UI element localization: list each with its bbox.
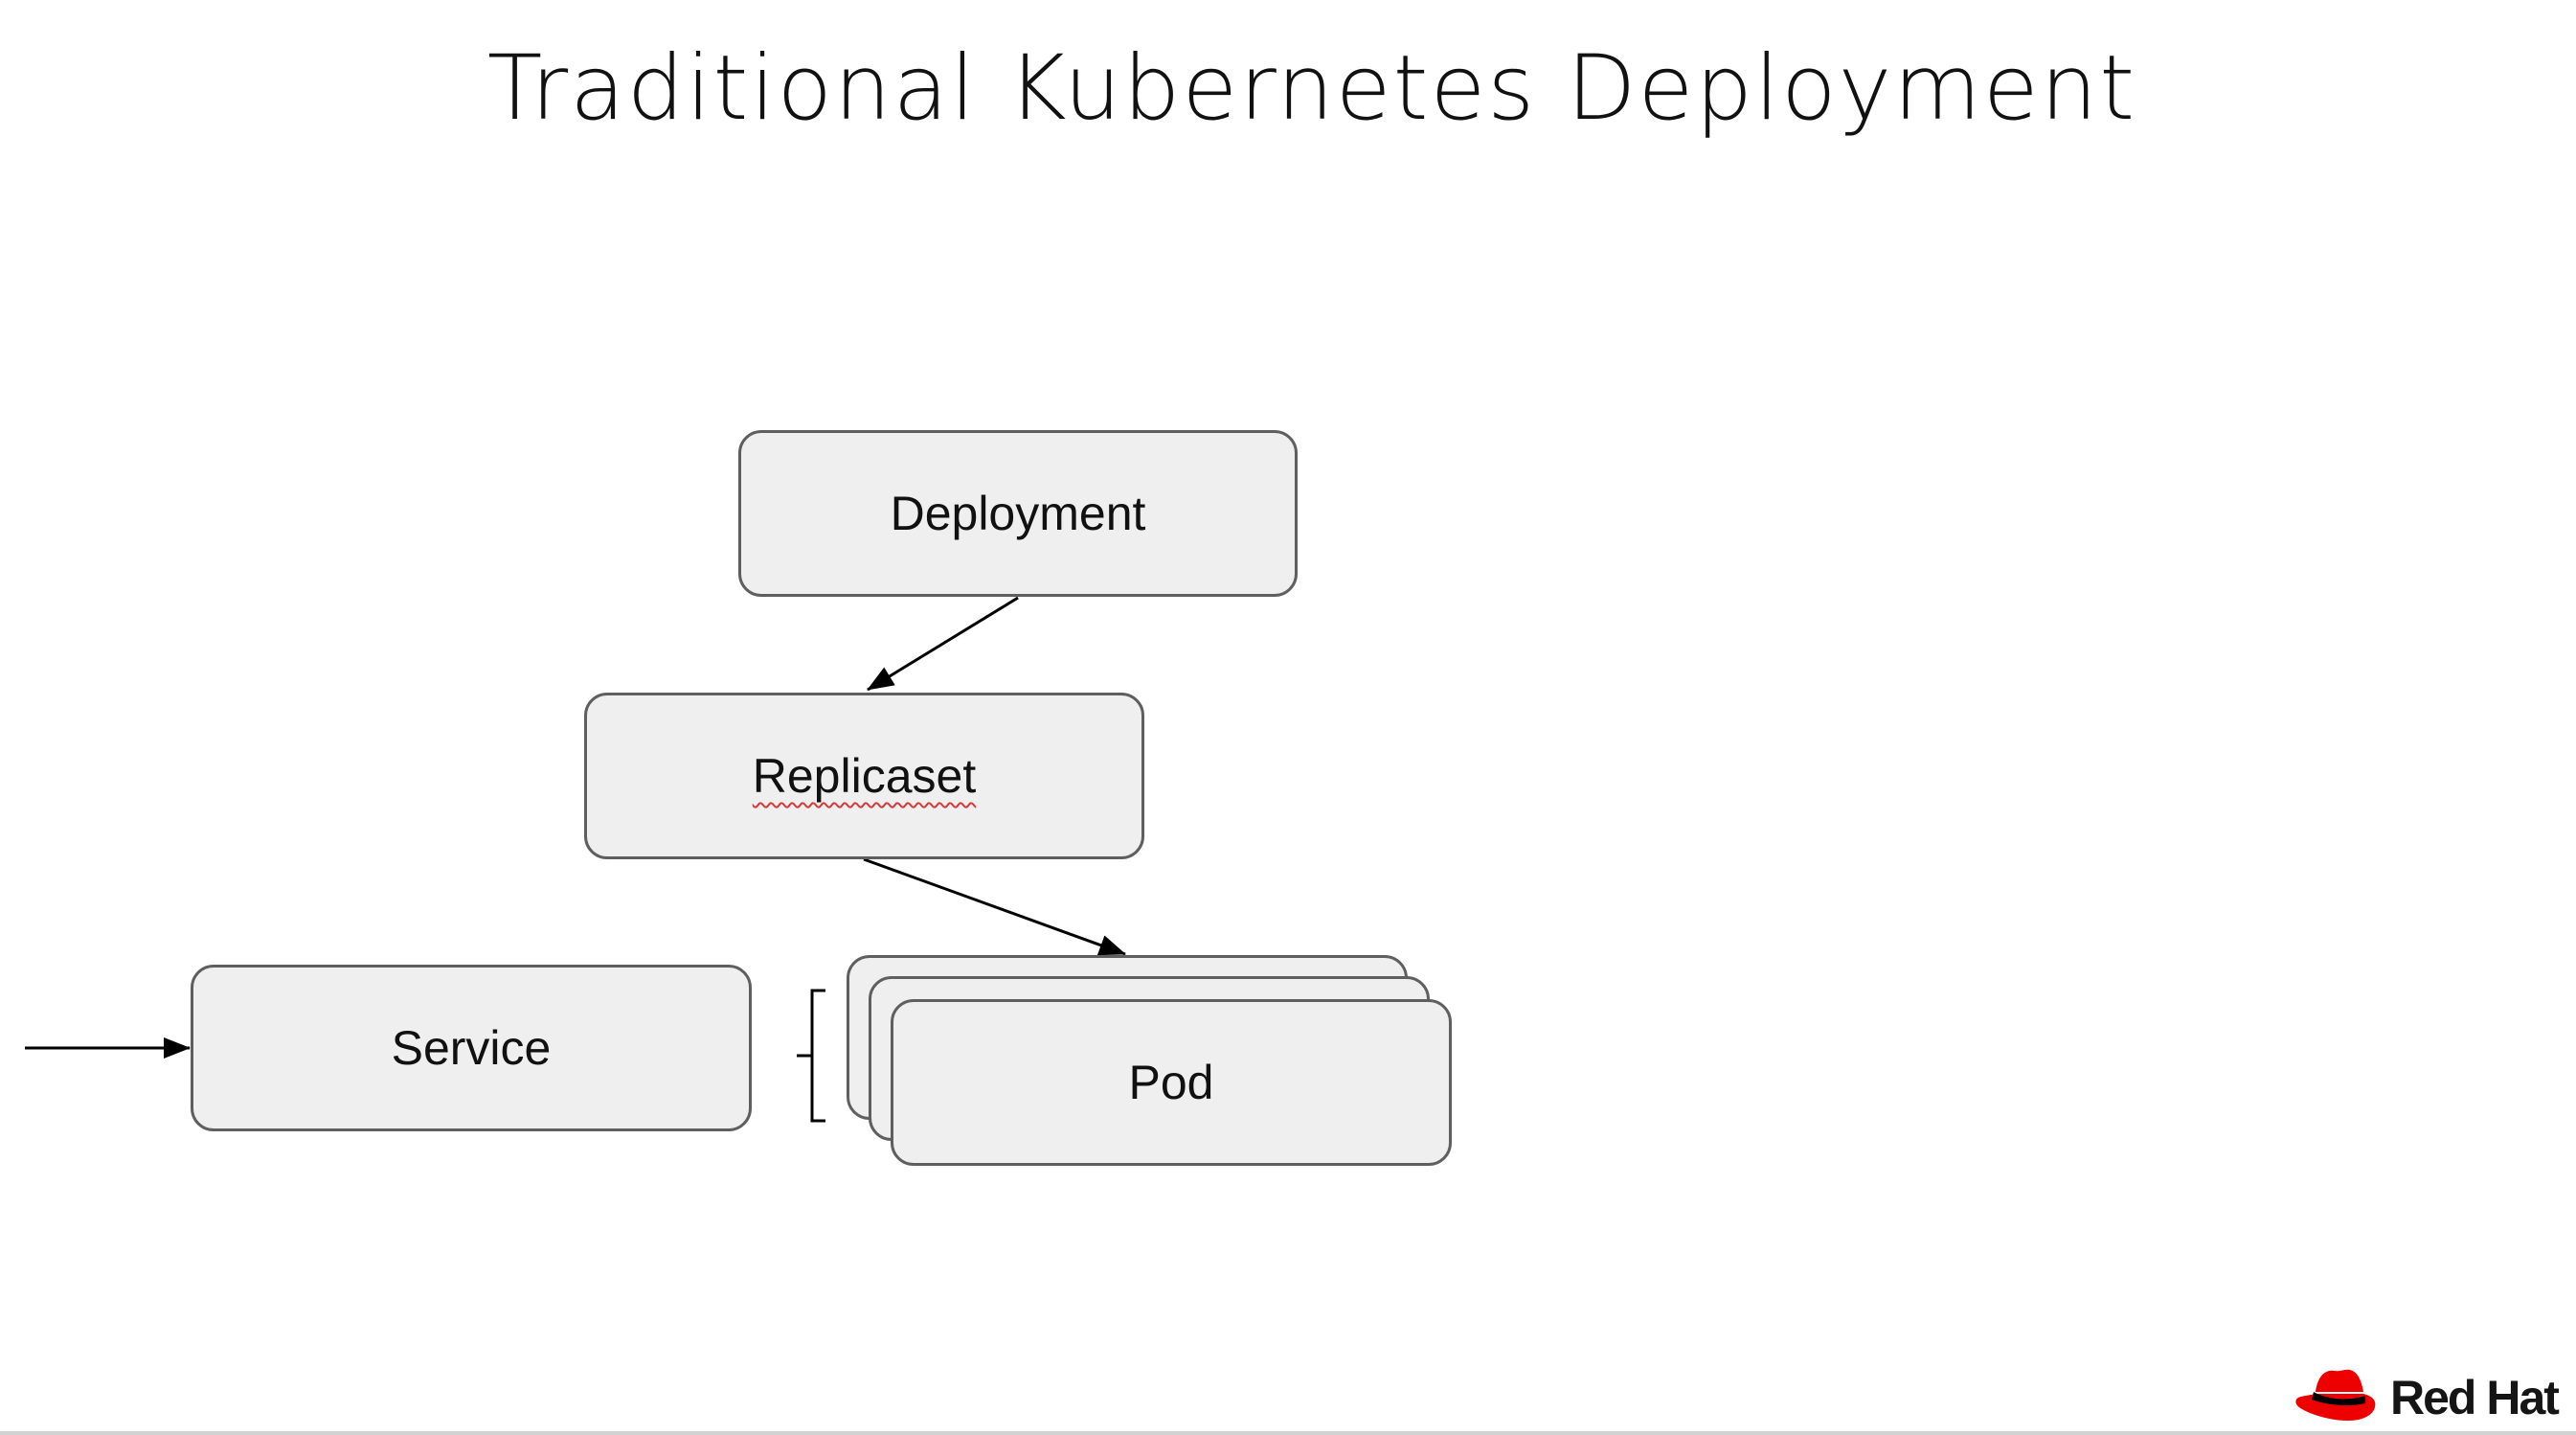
deployment-node: Deployment xyxy=(738,430,1298,597)
replicaset-label: Replicaset xyxy=(752,749,977,803)
red-hat-logo: Red Hat xyxy=(2289,1360,2560,1435)
service-label: Service xyxy=(391,1021,552,1075)
arrow-deployment-to-replicaset xyxy=(867,596,1019,692)
service-node: Service xyxy=(191,965,752,1131)
pod-label: Pod xyxy=(1128,1056,1214,1109)
pod-group-bracket xyxy=(797,989,825,1123)
arrow-replicaset-to-pod xyxy=(863,857,1126,956)
pod-node: Pod xyxy=(891,999,1452,1166)
red-hat-icon xyxy=(2295,1369,2376,1421)
deployment-label: Deployment xyxy=(890,487,1146,540)
red-hat-wordmark: Red Hat xyxy=(2390,1371,2560,1424)
replicaset-node: Replicaset xyxy=(584,693,1144,859)
slide-title: Traditional Kubernetes Deployment xyxy=(486,36,2137,141)
footer-divider xyxy=(0,1431,2576,1435)
